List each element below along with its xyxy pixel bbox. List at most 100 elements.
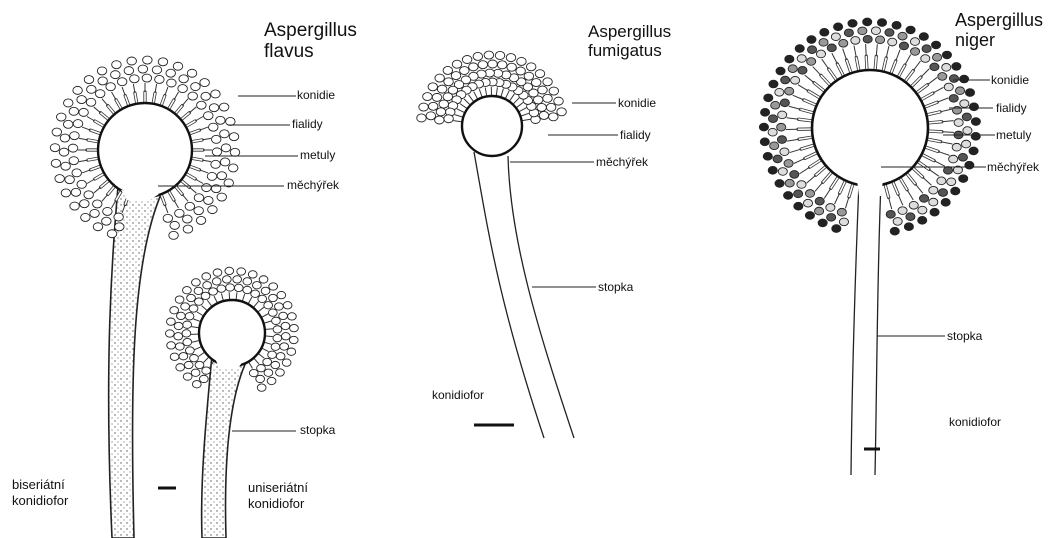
metula-core <box>108 186 115 194</box>
conidium <box>443 93 453 101</box>
conidium <box>778 111 787 119</box>
conidium <box>549 113 559 121</box>
conidium <box>922 45 931 53</box>
conidium <box>72 169 82 177</box>
conidium <box>287 348 296 355</box>
conidium <box>275 303 284 310</box>
phialide <box>204 357 210 363</box>
conidium <box>773 155 782 163</box>
caption-uniseriate: uniseriátní konidiofor <box>248 480 308 512</box>
conidium <box>963 127 972 135</box>
conidium <box>158 58 168 66</box>
conidium <box>209 123 219 131</box>
phialide <box>479 89 482 98</box>
conidium <box>130 75 140 83</box>
conidium <box>69 107 79 115</box>
phialide <box>520 113 529 116</box>
conidium <box>469 63 479 71</box>
metula-core <box>169 100 175 110</box>
conidium <box>268 351 277 358</box>
conidium <box>885 29 894 37</box>
conidium <box>64 99 74 107</box>
conidium <box>941 199 950 207</box>
phialide <box>921 69 929 77</box>
conidium <box>778 168 787 176</box>
conidium <box>794 202 803 210</box>
conidium <box>771 101 780 109</box>
conidium <box>960 75 969 83</box>
conidium <box>805 212 814 220</box>
conidium <box>176 364 185 371</box>
conidium <box>228 164 238 172</box>
conidium <box>191 369 200 376</box>
conidium <box>875 36 884 44</box>
conidium <box>269 283 278 290</box>
conidium <box>546 103 556 111</box>
conidium <box>192 279 201 286</box>
conidium <box>184 361 193 368</box>
conidium <box>106 83 116 91</box>
phialide <box>457 109 465 113</box>
metula-core <box>921 93 933 100</box>
conidium <box>826 204 835 212</box>
conidium <box>531 79 541 87</box>
conidium <box>965 89 974 97</box>
caption-conidiophore: konidiofor <box>949 415 1001 429</box>
phialide <box>253 302 258 308</box>
conidium <box>904 223 913 231</box>
conidium <box>143 56 153 64</box>
conidium <box>899 42 908 50</box>
phialide <box>813 67 821 76</box>
conidium <box>954 119 963 127</box>
conidium <box>273 326 282 333</box>
conidium <box>52 128 62 136</box>
phialide <box>501 89 504 98</box>
conidium <box>834 23 843 31</box>
conidium <box>495 51 505 59</box>
conidium <box>962 113 971 121</box>
phialide <box>843 49 847 60</box>
conidium <box>798 66 807 74</box>
phialide <box>800 167 810 174</box>
conidium <box>281 322 290 329</box>
phialide <box>522 119 531 121</box>
conidium <box>435 74 445 82</box>
phialide <box>794 158 805 163</box>
conidium <box>759 123 768 131</box>
metula-core <box>808 91 820 98</box>
phialide <box>787 118 799 119</box>
phialide <box>905 55 911 65</box>
conidium <box>219 103 229 111</box>
conidium <box>197 101 207 109</box>
conidium <box>460 67 470 75</box>
conidium <box>918 206 927 214</box>
conidium <box>777 123 786 131</box>
conidium <box>776 67 785 75</box>
vesicle <box>98 103 192 197</box>
vesicle <box>199 300 265 366</box>
phialide <box>455 115 464 118</box>
conidium <box>851 37 860 45</box>
metula-core <box>821 75 831 85</box>
conidium <box>516 67 526 75</box>
conidium <box>103 207 113 215</box>
conidium <box>50 144 60 152</box>
phialide <box>229 292 230 300</box>
conidium <box>937 177 946 185</box>
stalk <box>851 182 881 475</box>
conidium <box>194 194 204 202</box>
conidium <box>863 18 872 26</box>
conidium <box>65 176 75 184</box>
conidium <box>253 282 262 289</box>
conidium <box>261 287 270 294</box>
caption-conidiophore: konidiofor <box>432 388 484 402</box>
conidium <box>797 181 806 189</box>
conidium <box>807 58 816 66</box>
conidium <box>93 200 103 208</box>
conidium <box>473 52 483 60</box>
phialide <box>787 139 799 141</box>
conidium <box>183 287 192 294</box>
label-fialidy: fialidy <box>996 101 1027 115</box>
metula-core <box>905 70 913 81</box>
phialide <box>835 193 840 204</box>
